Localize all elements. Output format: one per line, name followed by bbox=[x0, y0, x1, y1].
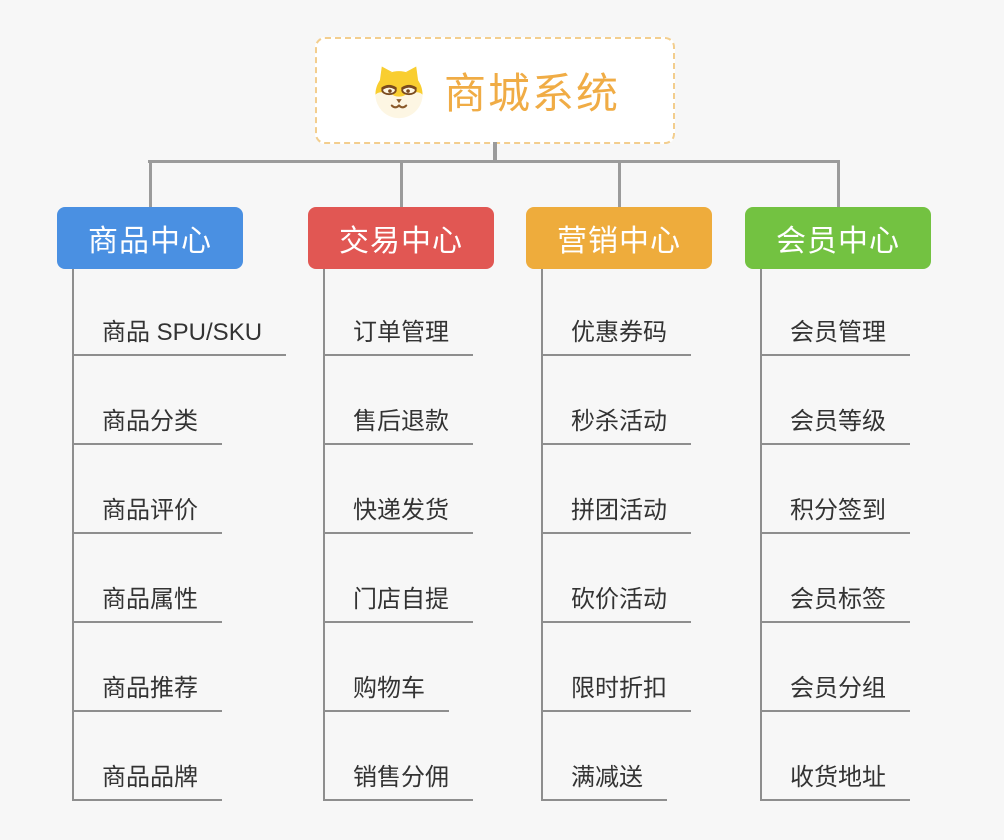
leaf-node[interactable]: 收货地址 bbox=[762, 763, 910, 801]
connector-stub-marketing bbox=[618, 160, 621, 210]
leaf-node[interactable]: 会员管理 bbox=[762, 318, 910, 356]
branch-box-product-center[interactable]: 商品中心 bbox=[57, 207, 243, 269]
leaf-node[interactable]: 快递发货 bbox=[325, 496, 473, 534]
branch-items-product-center: 商品 SPU/SKU 商品分类 商品评价 商品属性 商品推荐 商品品牌 bbox=[72, 269, 314, 801]
branch-label: 营销中心 bbox=[557, 225, 681, 258]
branch-items-trade-center: 订单管理 售后退款 快递发货 门店自提 购物车 销售分佣 bbox=[323, 269, 565, 801]
branch-label: 会员中心 bbox=[776, 225, 900, 258]
leaf-node[interactable]: 门店自提 bbox=[325, 585, 473, 623]
leaf-node[interactable]: 销售分佣 bbox=[325, 763, 473, 801]
leaf-node[interactable]: 商品推荐 bbox=[74, 674, 222, 712]
leaf-node[interactable]: 订单管理 bbox=[325, 318, 473, 356]
leaf-node[interactable]: 会员标签 bbox=[762, 585, 910, 623]
dog-face-icon bbox=[370, 62, 428, 120]
branch-box-trade-center[interactable]: 交易中心 bbox=[308, 207, 494, 269]
leaf-node[interactable]: 商品分类 bbox=[74, 407, 222, 445]
root-node[interactable]: 商城系统 bbox=[315, 37, 675, 144]
branch-box-marketing-center[interactable]: 营销中心 bbox=[526, 207, 712, 269]
branch-items-marketing-center: 优惠券码 秒杀活动 拼团活动 砍价活动 限时折扣 满减送 bbox=[541, 269, 783, 801]
leaf-node[interactable]: 满减送 bbox=[543, 763, 667, 801]
leaf-node[interactable]: 砍价活动 bbox=[543, 585, 691, 623]
leaf-node[interactable]: 售后退款 bbox=[325, 407, 473, 445]
leaf-node[interactable]: 限时折扣 bbox=[543, 674, 691, 712]
connector-stub-trade bbox=[400, 160, 403, 210]
branch-box-member-center[interactable]: 会员中心 bbox=[745, 207, 931, 269]
leaf-node[interactable]: 商品评价 bbox=[74, 496, 222, 534]
leaf-node[interactable]: 商品 SPU/SKU bbox=[74, 318, 287, 356]
connector-stub-product bbox=[149, 160, 152, 210]
connector-horizontal bbox=[148, 160, 839, 163]
branch-items-member-center: 会员管理 会员等级 积分签到 会员标签 会员分组 收货地址 bbox=[760, 269, 1002, 801]
leaf-node[interactable]: 商品属性 bbox=[74, 585, 222, 623]
leaf-node[interactable]: 商品品牌 bbox=[74, 763, 222, 801]
leaf-node[interactable]: 会员分组 bbox=[762, 674, 910, 712]
leaf-node[interactable]: 优惠券码 bbox=[543, 318, 691, 356]
leaf-node[interactable]: 秒杀活动 bbox=[543, 407, 691, 445]
branch-label: 交易中心 bbox=[339, 225, 463, 258]
root-title: 商城系统 bbox=[443, 70, 620, 117]
leaf-node[interactable]: 拼团活动 bbox=[543, 496, 691, 534]
connector-stub-member bbox=[837, 160, 840, 210]
connector-root-stub bbox=[493, 142, 497, 162]
branch-label: 商品中心 bbox=[88, 225, 212, 258]
leaf-node[interactable]: 会员等级 bbox=[762, 407, 910, 445]
leaf-node[interactable]: 购物车 bbox=[325, 674, 449, 712]
leaf-node[interactable]: 积分签到 bbox=[762, 496, 910, 534]
